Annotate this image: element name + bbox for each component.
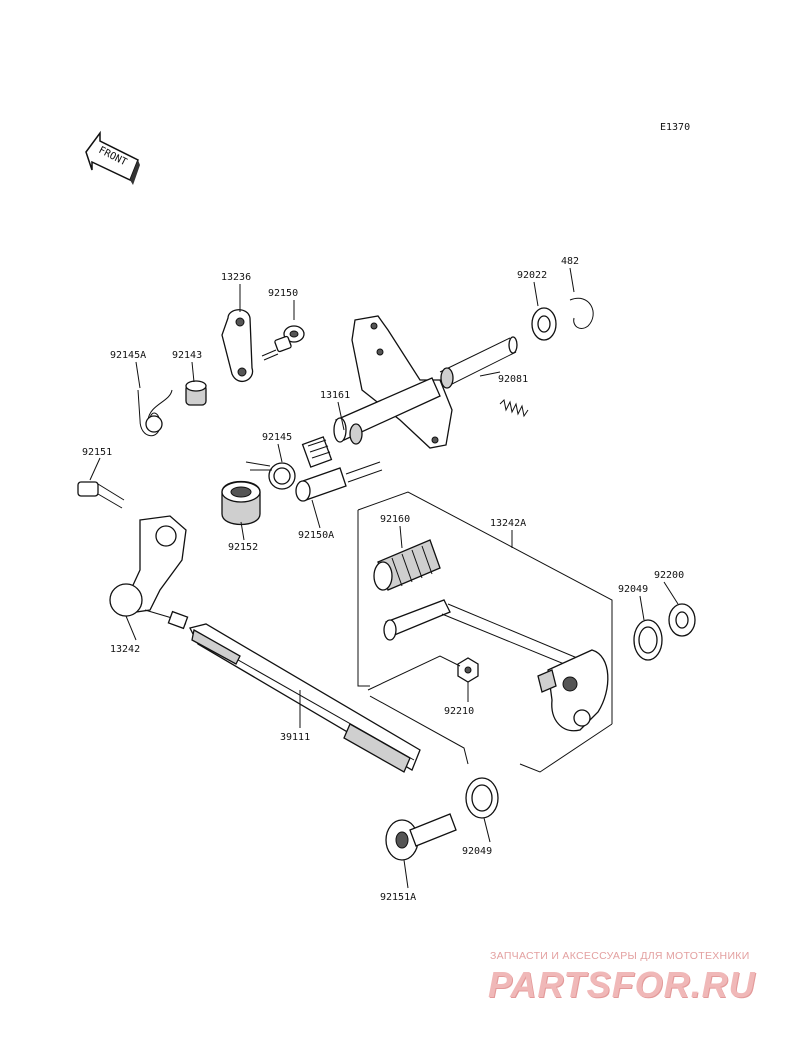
part-92049a-drawing <box>633 619 663 661</box>
shift-shaft-assembly-drawing <box>333 315 518 449</box>
part-13236-drawing <box>221 309 254 383</box>
part-92145A-drawing <box>137 389 173 437</box>
label-92049-lower: 92049 <box>462 846 492 857</box>
front-arrow-icon: FRONT <box>85 130 140 185</box>
label-92081: 92081 <box>498 374 528 385</box>
part-92150-drawing <box>261 325 305 361</box>
leader-lines <box>89 267 679 889</box>
label-13236: 13236 <box>221 272 251 283</box>
label-13161: 13161 <box>320 390 350 401</box>
label-92200: 92200 <box>654 570 684 581</box>
label-92022: 92022 <box>517 270 547 281</box>
part-92145-drawing <box>245 461 296 490</box>
label-39111: 39111 <box>280 732 310 743</box>
part-92152-drawing <box>221 480 261 526</box>
part-13242A-drawing <box>383 599 609 732</box>
part-92160-drawing <box>373 539 441 591</box>
part-92151A-drawing <box>385 813 457 861</box>
label-92143: 92143 <box>172 350 202 361</box>
label-92150A: 92150A <box>298 530 334 541</box>
label-482: 482 <box>561 256 579 267</box>
watermark-logo: PARTSFOR.RU <box>488 964 756 1005</box>
part-13161-drawing <box>301 423 363 468</box>
part-92049b-drawing <box>465 777 499 819</box>
part-482-drawing <box>569 297 594 329</box>
label-92150: 92150 <box>268 288 298 299</box>
label-13242A: 13242A <box>490 518 526 529</box>
part-92200-drawing <box>668 603 696 637</box>
part-92022-drawing <box>531 307 557 341</box>
label-92049-upper: 92049 <box>618 584 648 595</box>
label-92210: 92210 <box>444 706 474 717</box>
label-13242: 13242 <box>110 644 140 655</box>
assembly-bracket-lines <box>357 491 613 773</box>
part-92151-drawing <box>77 481 125 509</box>
label-92145A: 92145A <box>110 350 146 361</box>
part-92150A-drawing <box>295 461 383 502</box>
part-92143-drawing <box>185 380 207 406</box>
part-39111-drawing <box>189 623 421 773</box>
diagram-code: E1370 <box>660 122 690 133</box>
label-92151A: 92151A <box>380 892 416 903</box>
label-92145: 92145 <box>262 432 292 443</box>
part-13242-drawing <box>109 515 189 630</box>
label-92151: 92151 <box>82 447 112 458</box>
watermark-subtitle: ЗАПЧАСТИ И АКСЕССУАРЫ ДЛЯ МОТОТЕХНИКИ <box>490 950 750 962</box>
label-92152: 92152 <box>228 542 258 553</box>
label-92160: 92160 <box>380 514 410 525</box>
part-92081-drawing <box>499 398 529 418</box>
part-92210-drawing <box>457 657 479 683</box>
